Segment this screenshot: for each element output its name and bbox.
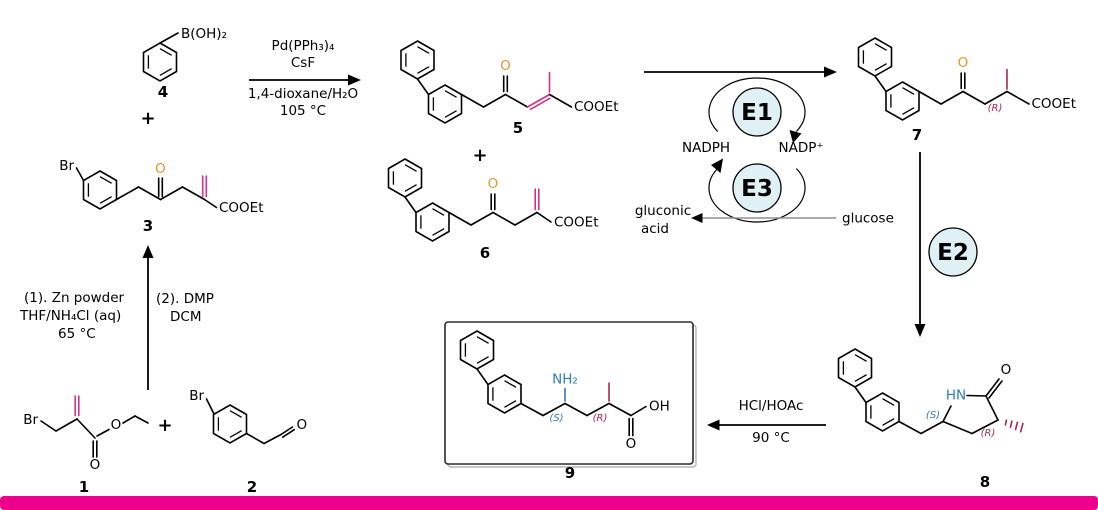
plus-sign-5-6: + (472, 145, 487, 166)
compound-1-bonds (40, 395, 149, 458)
enzyme-e2-circle (928, 227, 978, 277)
carbonyl-oxygen-label-1: O (90, 457, 101, 473)
condition-coupling-line2: CsF (291, 55, 315, 71)
compound-7: O (R) COOEt 7 (857, 37, 1077, 144)
enzyme-e1-circle (732, 87, 782, 137)
compound-2-bonds (245, 426, 296, 445)
compound-8: HN O (S) (R) 8 (837, 348, 1024, 491)
compound-9-number: 9 (565, 464, 575, 482)
e1-cycle-arrowhead (789, 130, 802, 143)
glucose-arrowhead (691, 213, 703, 223)
lactam-nh-label: HN (946, 388, 966, 404)
condition-coupling-line4: 105 °C (280, 103, 326, 119)
stereo-s-label-8: (S) (926, 410, 940, 421)
boronic-acid-label: B(OH)₂ (181, 26, 227, 42)
condition-coupling-line1: Pd(PPh₃)₄ (272, 38, 335, 54)
condition-dmp-line1: (2). DMP (156, 291, 214, 307)
nadph-label: NADPH (682, 140, 730, 156)
hydroxyl-label-9: OH (649, 399, 670, 415)
condition-zn-line1: (1). Zn powder (24, 290, 125, 306)
arrowhead-5-to-7 (824, 66, 837, 78)
enzyme-e2-label: E2 (937, 240, 969, 266)
glucose-label: glucose (842, 211, 894, 227)
compound-8-number: 8 (980, 473, 990, 491)
ketone-oxygen-label-7: O (958, 55, 969, 71)
arrowhead-7-to-8 (914, 324, 926, 337)
compound-2-number: 2 (247, 478, 257, 496)
compound-7-bonds (874, 68, 1030, 105)
arrowhead-8-to-9 (707, 419, 720, 431)
enzyme-e3-circle (732, 163, 782, 213)
enzyme-cycle: E1 E3 NADPH NADP⁺ gluconic acid glucose (635, 77, 894, 237)
compound-4-number: 4 (158, 83, 168, 101)
arrowhead-up (142, 245, 154, 258)
compound-7-number: 7 (912, 126, 922, 144)
compound-9: NH₂ (S) (R) O OH 9 (459, 330, 670, 482)
ketone-oxygen-label-6: O (488, 176, 499, 192)
arrow-reformatsky: (1). Zn powder THF/NH₄Cl (aq) 65 °C (2).… (19, 245, 214, 390)
arrow-5-to-7 (644, 66, 837, 78)
enzyme-e1-label: E1 (741, 100, 773, 126)
aldehyde-oxygen-label-2: O (297, 417, 308, 433)
compound-5-number: 5 (513, 119, 523, 137)
compound-6-number: 6 (480, 244, 490, 262)
stereo-r-label-9: (R) (593, 413, 608, 424)
stereo-r-label-8: (R) (981, 428, 996, 439)
arrow-coupling: Pd(PPh₃)₄ CsF 1,4-dioxane/H₂O 105 °C (248, 38, 361, 119)
plus-sign-1-2: + (157, 415, 172, 436)
compound-6: O COOEt 6 (387, 158, 599, 262)
compound-8-bonds (854, 378, 1024, 435)
amine-label-9: NH₂ (552, 372, 578, 388)
compound-9-bonds (476, 368, 647, 437)
condition-dmp-line2: DCM (170, 309, 201, 325)
ester-label-6: COOEt (554, 215, 599, 231)
compound-1-number: 1 (79, 478, 89, 496)
condition-lactamization-line2: 90 °C (752, 430, 790, 446)
ketone-oxygen-label-5: O (500, 58, 511, 74)
compound-5: O COOEt 5 (400, 40, 619, 137)
e1-cycle-arc (708, 77, 806, 132)
e3-cycle-arc (708, 168, 806, 223)
lactam-oxygen-label: O (1001, 362, 1012, 378)
product-box-border (444, 321, 694, 465)
gluconic-acid-label-line1: gluconic (635, 203, 691, 219)
stereo-s-label-9: (S) (549, 413, 563, 424)
arrow-7-to-8: E2 (914, 152, 978, 337)
bromine-label-3: Br (59, 158, 74, 174)
condition-coupling-line3: 1,4-dioxane/H₂O (248, 86, 358, 102)
bromine-label-2: Br (189, 388, 204, 404)
arrow-8-to-9: HCl/HOAc 90 °C (707, 398, 826, 446)
ester-label-7: COOEt (1032, 96, 1077, 112)
ester-label-3: COOEt (219, 200, 264, 216)
compound-2: Br O 2 (189, 388, 307, 496)
condition-zn-line3: 65 °C (58, 326, 96, 342)
condition-lactamization-line1: HCl/HOAc (739, 398, 804, 414)
ester-oxygen-label-1: O (111, 417, 122, 433)
bromine-label-1: Br (23, 412, 38, 428)
compound-5-bonds (416, 71, 573, 111)
nadp-label: NADP⁺ (779, 140, 824, 156)
compound-3: Br O COOEt 3 (59, 158, 263, 235)
compound-3-chain-bonds (115, 175, 218, 209)
e3-cycle-arrowhead (711, 158, 723, 173)
arrowhead-coupling (348, 74, 361, 86)
product-box (444, 321, 697, 468)
enzyme-e3-label: E3 (741, 176, 773, 202)
stereo-r-label-7: (R) (988, 103, 1003, 114)
gluconic-acid-label-line2: acid (641, 221, 669, 237)
compound-3-number: 3 (143, 217, 153, 235)
plus-sign-4-3: + (140, 108, 155, 129)
ketone-oxygen-label-3: O (155, 161, 166, 177)
condition-zn-line2: THF/NH₄Cl (aq) (19, 308, 121, 324)
compound-1: Br O O 1 (23, 395, 149, 496)
carboxyl-oxygen-label-9: O (626, 436, 637, 452)
bottom-accent-bar (0, 496, 1098, 510)
compound-6-bonds (404, 188, 552, 226)
compound-4: B(OH)₂ 4 (142, 26, 227, 101)
ester-label-5: COOEt (574, 99, 619, 115)
